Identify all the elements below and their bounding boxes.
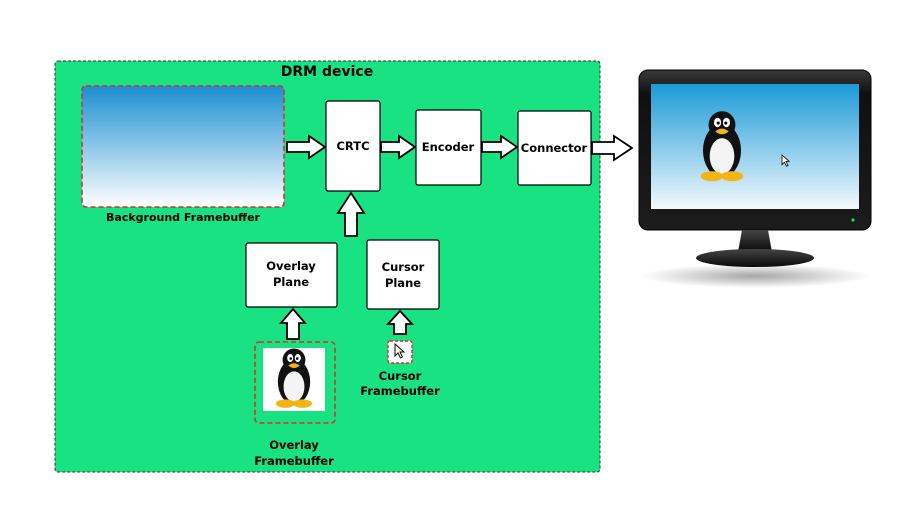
- background-framebuffer: [81, 85, 285, 208]
- monitor-icon: [638, 69, 872, 288]
- arrow-encoder-to-connector: [481, 134, 519, 160]
- overlay-plane-label-line1: Overlay: [266, 259, 316, 273]
- connector-block: [517, 110, 592, 186]
- encoder-label: Encoder: [422, 140, 475, 154]
- arrow-overlay-fb-to-plane: [279, 307, 307, 340]
- overlay-framebuffer-label-line1: Overlay: [269, 438, 319, 452]
- arrow-background-to-crtc: [286, 134, 327, 160]
- overlay-plane-block: [245, 242, 338, 308]
- drm-device-title: DRM device: [281, 64, 373, 80]
- arrow-cursor-fb-to-plane: [385, 309, 415, 335]
- arrow-connector-to-display: [591, 134, 634, 162]
- arrow-crtc-to-encoder: [380, 134, 417, 160]
- cursor-framebuffer-label-line1: Cursor: [379, 369, 422, 383]
- overlay-plane-label-line2: Plane: [273, 275, 309, 289]
- encoder-block: [415, 109, 482, 186]
- arrow-overlay-plane-to-crtc: [336, 191, 366, 237]
- background-framebuffer-label: Background Framebuffer: [106, 211, 261, 224]
- connector-label: Connector: [521, 141, 588, 155]
- cursor-plane-label-line1: Cursor: [382, 260, 425, 274]
- cursor-plane-label-line2: Plane: [385, 276, 421, 290]
- overlay-framebuffer-label-line2: Framebuffer: [254, 454, 334, 468]
- cursor-plane-block: [366, 239, 440, 310]
- cursor-framebuffer-label-line2: Framebuffer: [360, 384, 440, 398]
- crtc-label: CRTC: [336, 139, 369, 153]
- crtc-block: [325, 100, 381, 192]
